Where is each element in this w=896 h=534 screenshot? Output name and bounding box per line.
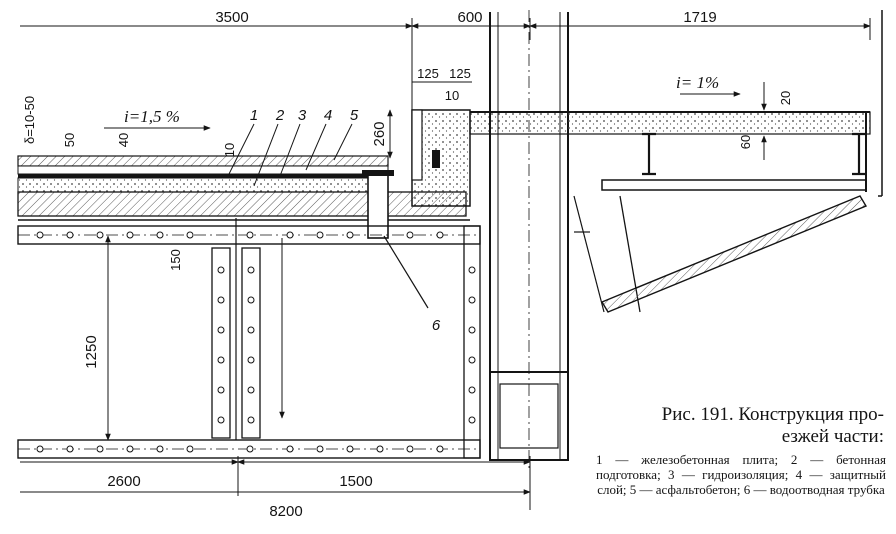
i-beam-right — [852, 132, 866, 176]
callout-4: 4 — [324, 107, 332, 124]
callout-1: 1 — [250, 107, 258, 124]
reinforced-concrete-slab — [17, 191, 467, 217]
dim-bottom-total: 8200 — [269, 503, 302, 520]
callout-3: 3 — [298, 107, 307, 124]
dim-small-10: 10 — [445, 88, 459, 103]
vertical-stiffener — [211, 218, 261, 440]
callout-5: 5 — [350, 107, 359, 124]
asphalt-layer — [17, 155, 389, 167]
right-slab — [469, 111, 871, 135]
dim-bottom-mid: 1500 — [339, 473, 372, 490]
dim-top-left: 3500 — [215, 9, 248, 26]
dim-top-right: 1719 — [683, 9, 716, 26]
dim-bottom-left: 2600 — [107, 473, 140, 490]
dimension-lines — [20, 18, 871, 510]
drain-pipe — [362, 170, 429, 309]
protective-layer — [17, 165, 389, 175]
dim-side-60: 60 — [738, 135, 753, 149]
callout-leaders — [227, 123, 353, 187]
cross-beam-post — [463, 225, 481, 459]
dim-thickness-range: δ=10-50 — [22, 96, 37, 144]
dim-layer-50: 50 — [62, 133, 77, 147]
caption-title-line-1: Рис. 191. Конструкция про- — [661, 404, 884, 425]
dim-layer-40: 40 — [116, 133, 131, 147]
concrete-base — [17, 177, 389, 193]
caption-title-line-2: езжей части: — [781, 426, 884, 447]
dim-pair-left: 125 — [417, 66, 439, 81]
slope-left: i=1,5 % — [124, 107, 180, 126]
dim-layer-10: 10 — [222, 143, 237, 157]
figure-caption: Рис. 191. Конструкция про- езжей части: … — [596, 404, 886, 497]
callout-2: 2 — [275, 107, 285, 124]
bracket-top-plate — [601, 179, 867, 191]
i-beam-left — [642, 132, 656, 176]
dim-top-mid: 600 — [457, 9, 482, 26]
bracket-inclined-beam — [600, 195, 868, 313]
dim-height-1250: 1250 — [83, 335, 100, 368]
roadway-slab-layers — [17, 155, 470, 221]
curb-insert — [432, 150, 440, 168]
drain-pipe-cap — [362, 170, 394, 176]
slope-right: i= 1% — [676, 73, 719, 92]
caption-legend: 1 — железобетонная плита; 2 — бетонная п… — [596, 452, 886, 497]
drain-leader — [383, 235, 429, 309]
dim-side-20: 20 — [778, 91, 793, 105]
bracket-roadway — [469, 10, 883, 313]
curb-block — [411, 109, 471, 207]
bottom-chord — [17, 439, 481, 459]
main-girder — [489, 10, 569, 470]
drain-pipe-body — [367, 173, 389, 239]
stringer-beam — [17, 225, 481, 245]
callout-6: 6 — [432, 317, 441, 334]
curb-face — [411, 109, 423, 181]
dim-height-150: 150 — [168, 249, 183, 271]
dim-curb-height: 260 — [371, 121, 388, 146]
dim-pair-right: 125 — [449, 66, 471, 81]
